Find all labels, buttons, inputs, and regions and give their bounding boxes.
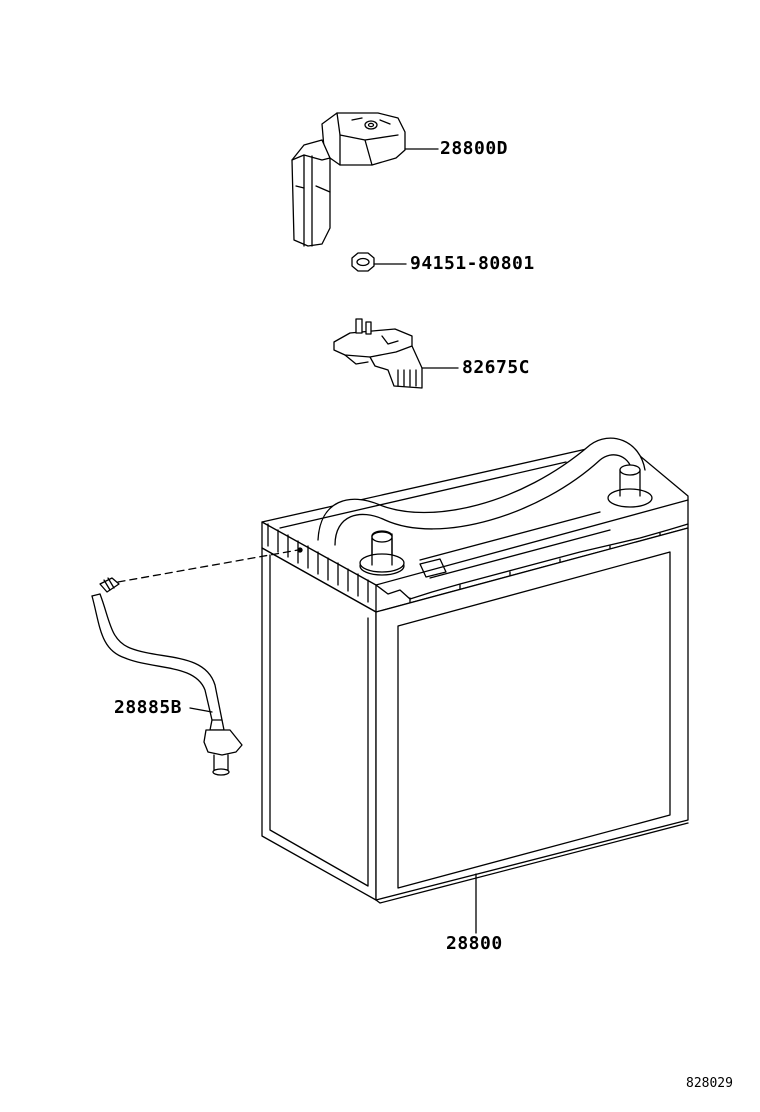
- connection-dashed-line: [117, 549, 299, 583]
- nut-part: [351, 252, 407, 272]
- part-number-sensor: 82675C: [462, 357, 531, 378]
- sensor-part: [333, 318, 459, 389]
- hose-part: [91, 577, 243, 776]
- connection-point: [297, 547, 303, 553]
- leader-line-hose: [189, 707, 213, 713]
- terminal-cover-part: [291, 112, 439, 247]
- part-number-terminal-cover: 28800D: [440, 138, 509, 159]
- part-number-battery: 28800: [446, 933, 503, 954]
- figure-id-label: 828029: [686, 1076, 733, 1091]
- part-number-hose: 28885B: [114, 697, 183, 718]
- battery-part: [261, 437, 689, 934]
- part-number-nut: 94151-80801: [410, 253, 535, 274]
